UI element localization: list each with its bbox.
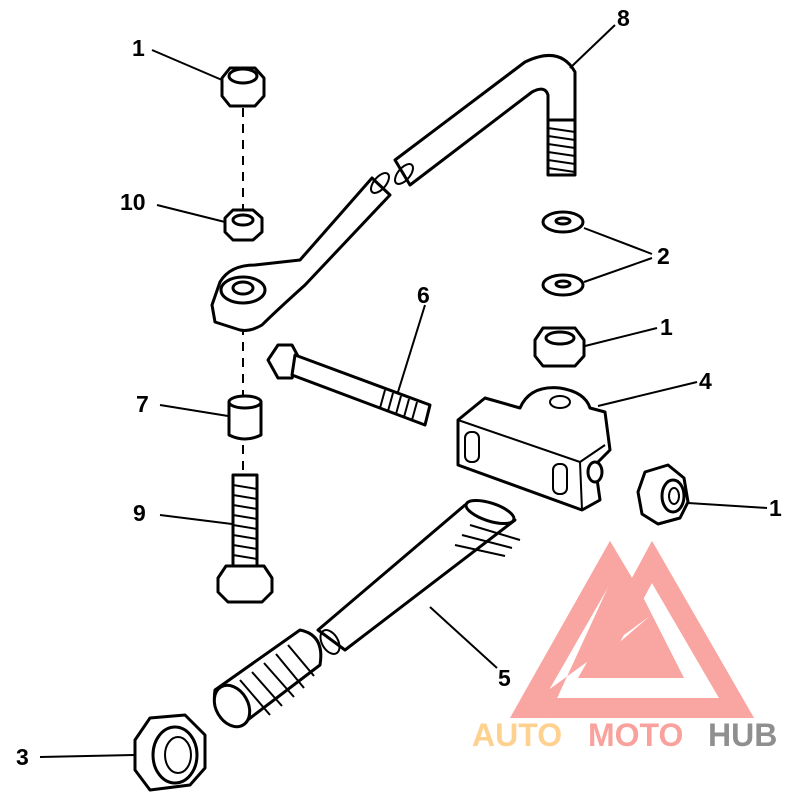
washers	[541, 210, 585, 297]
watermark-logo	[510, 541, 754, 718]
nut-small	[223, 208, 264, 242]
nut-far-right	[636, 463, 690, 526]
callout-9: 9	[133, 500, 146, 526]
screw	[216, 473, 274, 604]
callout-1: 1	[769, 495, 782, 521]
tube	[212, 498, 521, 729]
steering-link-rod	[210, 53, 577, 332]
callout-6: 6	[417, 282, 430, 308]
leader-lines	[39, 24, 768, 758]
callout-1: 1	[132, 35, 145, 61]
spacer	[227, 394, 263, 441]
bolt	[266, 343, 432, 427]
callout-2: 2	[657, 243, 670, 269]
watermark-auto: AUTO	[472, 717, 562, 753]
callout-10: 10	[120, 189, 146, 215]
tube-nut	[133, 713, 207, 792]
callout-8: 8	[617, 5, 630, 31]
watermark-moto: MOTO	[588, 717, 683, 753]
callout-1: 1	[660, 314, 673, 340]
watermark-hub: HUB	[708, 717, 777, 753]
callout-7: 7	[136, 391, 149, 417]
connector-block	[456, 386, 612, 512]
nut-right	[533, 326, 586, 368]
nut-top	[220, 66, 266, 108]
callout-3: 3	[16, 744, 29, 770]
callout-4: 4	[699, 368, 712, 394]
callout-5: 5	[498, 665, 511, 691]
